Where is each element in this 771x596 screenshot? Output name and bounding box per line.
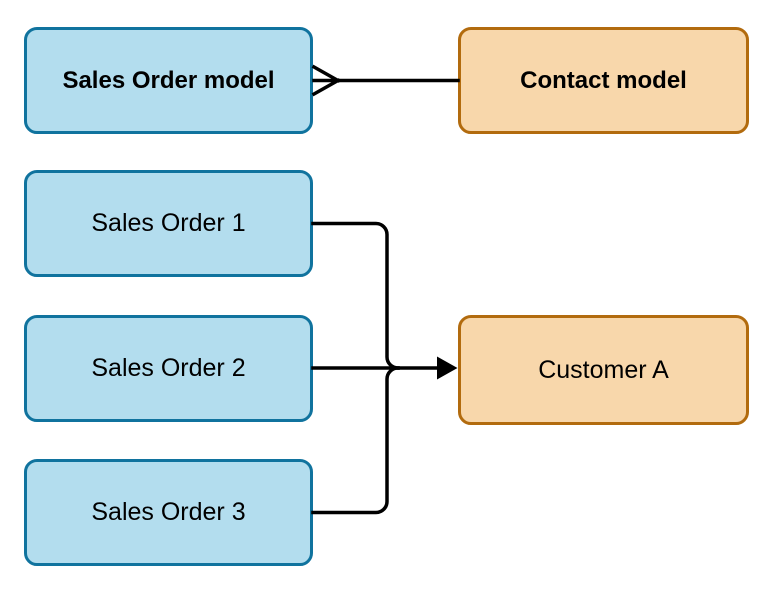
node-label: Contact model (520, 66, 687, 94)
node-sales-order-2: Sales Order 2 (24, 315, 313, 422)
arrowhead-marker (437, 356, 458, 380)
node-sales-order-model: Sales Order model (24, 27, 313, 134)
node-label: Sales Order 3 (91, 498, 246, 526)
node-customer-a: Customer A (458, 315, 749, 425)
node-label: Sales Order model (62, 66, 275, 94)
crows-foot-many-marker (311, 64, 341, 97)
connector-sales-order-3 (311, 366, 400, 515)
node-sales-order-3: Sales Order 3 (24, 459, 313, 566)
node-label: Sales Order 1 (91, 209, 246, 237)
connector-sales-order-1 (311, 221, 400, 370)
node-label: Sales Order 2 (91, 354, 246, 382)
node-label: Customer A (538, 355, 669, 384)
node-contact-model: Contact model (458, 27, 749, 134)
node-sales-order-1: Sales Order 1 (24, 170, 313, 277)
